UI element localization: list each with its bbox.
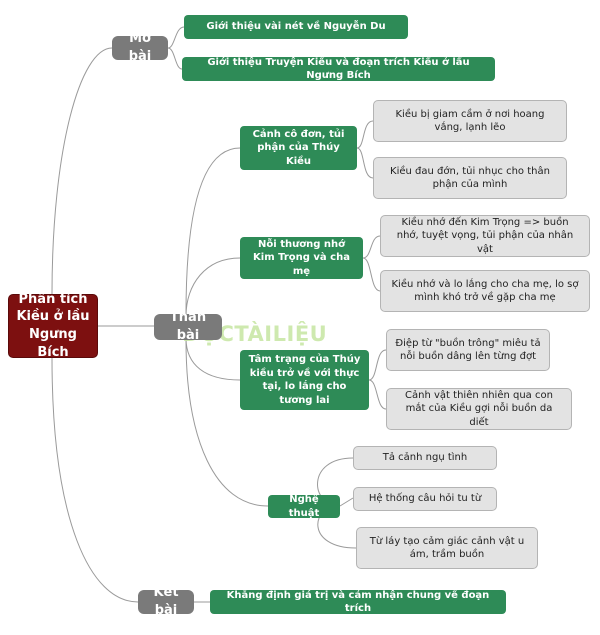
branch-noi-thuong-nho-label: Nỗi thương nhớ Kim Trọng và cha mẹ: [253, 238, 350, 277]
section-mo-bai-label: Mở bài: [128, 31, 152, 64]
link-root-ket-bai: [51, 357, 139, 603]
leaf-b3-1-text: Điệp từ "buồn trông" miêu tả nỗi buồn dâ…: [395, 337, 541, 363]
link-b1-2: [356, 147, 374, 179]
leaf-b4-1[interactable]: Tả cảnh ngụ tình: [353, 446, 497, 470]
link-b2-2: [362, 257, 381, 292]
link-than-bai-b2: [185, 257, 241, 317]
branch-tam-trang-label: Tâm trạng của Thúy kiều trở về với thực …: [248, 354, 361, 406]
leaf-b2-2-text: Kiều nhớ và lo lắng cho cha mẹ, lo sợ mì…: [391, 278, 579, 304]
mo-bai-item-1-text: Giới thiệu vài nét về Nguyễn Du: [206, 21, 386, 33]
branch-nghe-thuat-label: Nghệ thuật: [288, 494, 320, 519]
link-b3-1: [368, 349, 387, 381]
link-than-bai-b1: [185, 147, 241, 315]
mo-bai-item-2[interactable]: Giới thiệu Truyện Kiều và đoạn trích Kiề…: [182, 57, 495, 81]
branch-canh-co-don-label: Cảnh cô đơn, tủi phận của Thúy Kiều: [252, 128, 345, 167]
leaf-b1-1[interactable]: Kiều bị giam cầm ở nơi hoang vắng, lạnh …: [373, 100, 567, 142]
branch-nghe-thuat[interactable]: Nghệ thuật: [268, 494, 340, 519]
leaf-b4-2-text: Hệ thống câu hỏi tu từ: [368, 493, 482, 505]
leaf-b4-3-text: Từ láy tạo cảm giác cảnh vật u ám, trầm …: [369, 535, 525, 561]
branch-tam-trang[interactable]: Tâm trạng của Thúy kiều trở về với thực …: [240, 350, 369, 410]
leaf-b4-2[interactable]: Hệ thống câu hỏi tu từ: [353, 487, 497, 511]
branch-noi-thuong-nho[interactable]: Nỗi thương nhớ Kim Trọng và cha mẹ: [240, 237, 363, 279]
leaf-b1-2-text: Kiều đau đớn, tủi nhục cho thân phận của…: [390, 165, 550, 191]
link-b2-1: [362, 235, 381, 259]
link-b1-1: [356, 120, 374, 149]
leaf-b4-3[interactable]: Từ láy tạo cảm giác cảnh vật u ám, trầm …: [356, 527, 538, 569]
ket-bai-item-1-text: Khẳng định giá trị và cảm nhận chung về …: [226, 589, 490, 615]
leaf-b1-2[interactable]: Kiều đau đớn, tủi nhục cho thân phận của…: [373, 157, 567, 199]
link-b4-2: [339, 497, 354, 507]
link-than-bai-b4: [185, 339, 269, 507]
branch-canh-co-don[interactable]: Cảnh cô đơn, tủi phận của Thúy Kiều: [240, 126, 357, 170]
leaf-b2-2[interactable]: Kiều nhớ và lo lắng cho cha mẹ, lo sợ mì…: [380, 270, 590, 312]
section-mo-bai[interactable]: Mở bài: [112, 31, 168, 64]
root-label: Phân tích Kiều ở lầu Ngưng Bích: [16, 291, 90, 360]
section-ket-bai-label: Kết bài: [153, 585, 179, 618]
leaf-b1-1-text: Kiều bị giam cầm ở nơi hoang vắng, lạnh …: [395, 108, 545, 134]
root-node[interactable]: Phân tích Kiều ở lầu Ngưng Bích: [8, 291, 98, 360]
link-root-mo-bai: [51, 47, 113, 295]
leaf-b3-1[interactable]: Điệp từ "buồn trông" miêu tả nỗi buồn dâ…: [386, 329, 550, 371]
mo-bai-item-2-text: Giới thiệu Truyện Kiều và đoạn trích Kiề…: [207, 56, 470, 82]
section-than-bai[interactable]: Thân bài: [154, 310, 222, 343]
section-than-bai-label: Thân bài: [169, 310, 207, 343]
link-b3-2: [368, 379, 387, 410]
leaf-b3-2-text: Cảnh vật thiên nhiên qua con mắt của Kiề…: [405, 389, 553, 428]
link-mo-bai-1: [167, 26, 185, 49]
leaf-b2-1-text: Kiều nhớ đến Kim Trọng => buồn nhớ, tuyệ…: [396, 216, 574, 255]
leaf-b4-1-text: Tả cảnh ngụ tình: [382, 452, 468, 464]
ket-bai-item-1[interactable]: Khẳng định giá trị và cảm nhận chung về …: [210, 590, 506, 614]
section-ket-bai[interactable]: Kết bài: [138, 585, 194, 618]
mo-bai-item-1[interactable]: Giới thiệu vài nét về Nguyễn Du: [184, 15, 408, 39]
link-mo-bai-2: [167, 47, 183, 70]
link-than-bai-b3: [185, 337, 241, 381]
leaf-b2-1[interactable]: Kiều nhớ đến Kim Trọng => buồn nhớ, tuyệ…: [380, 215, 590, 257]
leaf-b3-2[interactable]: Cảnh vật thiên nhiên qua con mắt của Kiề…: [386, 388, 572, 430]
